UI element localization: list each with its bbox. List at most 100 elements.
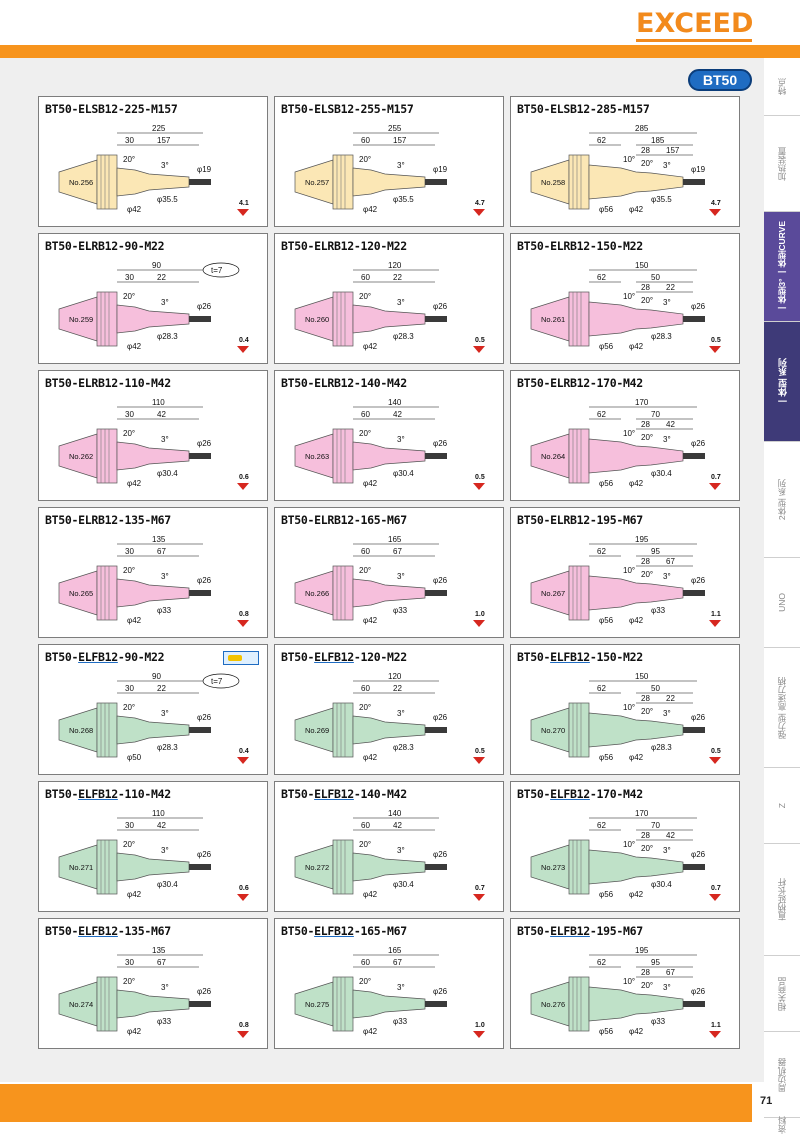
angle-label-2: 3° [161,846,169,855]
cutter-shank [425,1001,447,1007]
sidebar-item-1[interactable]: 加热装置 [764,116,800,212]
dimension-a: 60 [361,821,370,830]
dimension-c: 28 [641,831,650,840]
extension-neck [588,301,684,337]
sidebar-item-4[interactable]: 2体型 系列 [764,442,800,558]
sidebar-item-10[interactable]: 周边机器 [764,1032,800,1118]
cutter-shank [683,179,705,185]
angle-label-2: 3° [161,709,169,718]
product-title: BT50-ELFB12-140-M42 [281,787,407,801]
dimension-e: 157 [666,146,680,155]
product-title-part: -165-M67 [353,924,407,938]
sidebar-item-7[interactable]: Z [764,768,800,844]
diameter-base: φ56 [599,890,614,899]
weight-value: 0.6 [239,885,249,892]
weight-value: 1.1 [711,1022,721,1029]
product-title-part: -150-M22 [589,650,643,664]
down-arrow-icon [709,894,721,901]
weight-value: 0.5 [711,337,721,344]
diameter-body: φ42 [127,342,142,351]
dimension-a: 62 [597,547,606,556]
dimension-a: 30 [125,410,134,419]
extension-neck [352,304,426,334]
weight-value: 0.5 [475,748,485,755]
dimension-a: 30 [125,958,134,967]
flange [96,154,118,210]
weight-value: 0.4 [239,337,249,344]
sidebar-item-2[interactable]: 一体型3° 一体型CURVE [764,212,800,322]
angle-label-1: 10° [623,566,635,575]
diameter-neck: φ28.3 [651,743,672,752]
dimension-a: 60 [361,547,370,556]
product-title-part: -135-M67 [117,513,171,527]
product-title-part: ELRB12 [78,376,118,390]
sidebar-item-9[interactable]: 相关商品 [764,956,800,1032]
dimension-overall-length: 165 [388,946,402,955]
product-title-part: -135-M67 [117,924,171,938]
diameter-neck: φ35.5 [651,195,672,204]
diameter-tip: φ26 [433,302,448,311]
product-title-part: BT50- [517,924,551,938]
catalog-number: No.276 [541,1000,565,1009]
sidebar-item-label: Z [777,802,787,809]
thickness-callout [202,673,240,689]
dimension-b: 67 [157,547,166,556]
dimension-a: 60 [361,684,370,693]
sidebar-item-8[interactable]: 直柄延长杆 [764,844,800,956]
sidebar-item-3[interactable]: 一体型 系列 [764,322,800,442]
dimension-overall-length: 195 [635,946,649,955]
flange [332,428,354,484]
weight-value: 0.5 [711,748,721,755]
down-arrow-icon [237,483,249,490]
page-number: 71 [760,1095,773,1107]
sidebar-item-0[interactable]: 特点 [764,58,800,116]
diameter-neck: φ33 [393,1017,408,1026]
catalog-number: No.269 [305,726,329,735]
dimension-b: 22 [393,273,402,282]
flange [96,839,118,895]
down-arrow-icon [473,483,485,490]
dimension-a: 60 [361,410,370,419]
sidebar-item-11[interactable]: 技术资料 [764,1116,800,1134]
product-title-part: -110-M42 [117,787,171,801]
flange [568,839,590,895]
angle-label-1: 20° [123,840,135,849]
dimension-e: 42 [666,831,675,840]
catalog-number: No.263 [305,452,329,461]
product-title-part: ELFB12 [78,924,118,938]
weight-value: 1.0 [475,611,485,618]
diameter-neck: φ30.4 [157,469,178,478]
product-title-part: -165-M67 [353,513,407,527]
catalog-number: No.265 [69,589,93,598]
diameter-neck: φ33 [651,1017,666,1026]
dimension-overall-length: 140 [388,398,402,407]
brand-logo: EXCEED [636,6,753,42]
cutter-shank [425,864,447,870]
sidebar-item-5[interactable]: UNO [764,558,800,648]
angle-label-1: 20° [359,840,371,849]
sidebar-item-6[interactable]: 强力型 高速刀柄 [764,648,800,768]
diameter-neck: φ30.4 [651,469,672,478]
